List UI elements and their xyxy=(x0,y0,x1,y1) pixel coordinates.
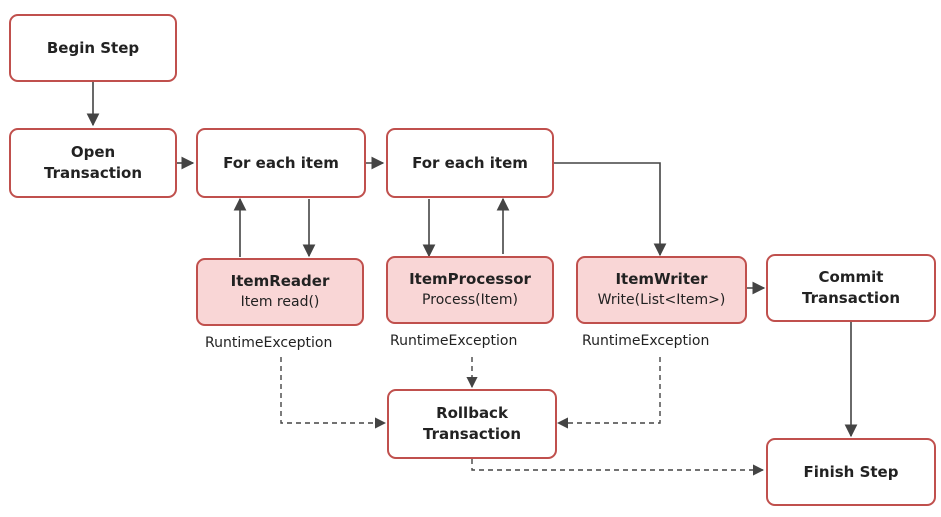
node-label: Transaction xyxy=(422,425,522,443)
rollback-transaction-node: Rollback Transaction xyxy=(387,389,557,459)
begin-step-node: Begin Step xyxy=(9,14,177,82)
open-transaction-node: Open Transaction xyxy=(9,128,177,198)
node-label: Begin Step xyxy=(46,38,140,57)
node-label: Commit xyxy=(818,268,884,286)
for-each-item-node-2: For each item xyxy=(386,128,554,198)
node-label: Finish Step xyxy=(803,462,899,481)
node-title: ItemWriter xyxy=(615,270,708,288)
node-label: Open xyxy=(70,143,116,161)
edge-reader-exception-to-rollback xyxy=(280,357,387,429)
commit-transaction-node: Commit Transaction xyxy=(766,254,936,322)
item-writer-node: ItemWriter Write(List<Item>) xyxy=(576,256,747,324)
edge-rollback-to-finish xyxy=(471,459,765,476)
node-subtitle: Process(Item) xyxy=(422,292,518,308)
node-title: ItemProcessor xyxy=(409,270,531,288)
node-label: Transaction xyxy=(801,289,901,307)
node-subtitle: Write(List<Item>) xyxy=(597,292,726,308)
for-each-item-node-1: For each item xyxy=(196,128,366,198)
item-processor-node: ItemProcessor Process(Item) xyxy=(386,256,554,324)
node-label: For each item xyxy=(412,153,528,172)
finish-step-node: Finish Step xyxy=(766,438,936,506)
writer-exception-label: RuntimeException xyxy=(582,333,710,349)
edge-writer-exception-to-rollback xyxy=(556,357,661,429)
node-label: For each item xyxy=(223,153,339,172)
node-label: Rollback xyxy=(436,404,508,422)
node-subtitle: Item read() xyxy=(240,294,320,310)
reader-exception-label: RuntimeException xyxy=(205,335,333,351)
node-title: ItemReader xyxy=(230,272,330,290)
node-label: Transaction xyxy=(43,164,143,182)
processor-exception-label: RuntimeException xyxy=(390,333,518,349)
edge-foreach2-to-writer xyxy=(554,162,667,257)
item-reader-node: ItemReader Item read() xyxy=(196,258,364,326)
